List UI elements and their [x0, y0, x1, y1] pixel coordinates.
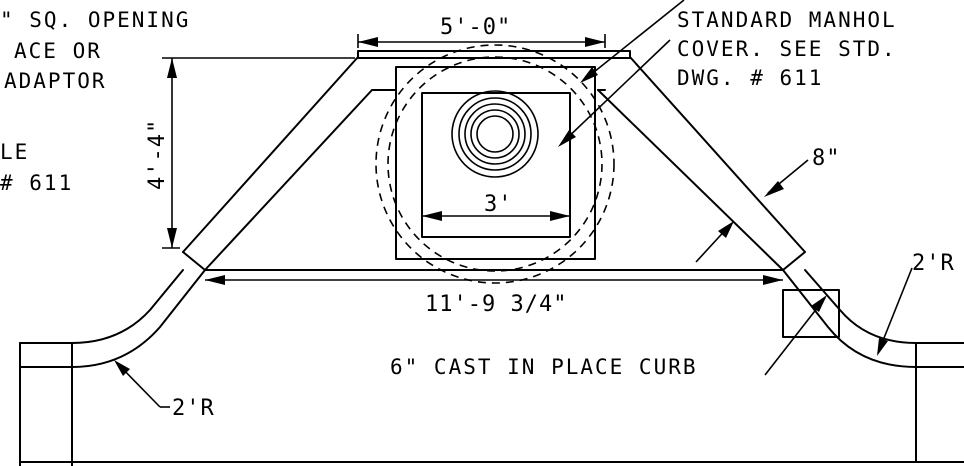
wall-thickness-label: 8" [812, 146, 841, 171]
opening-note-line2: ACE OR [14, 39, 102, 63]
manhole-outer-circle [375, 44, 615, 284]
manhole-cover-leaders [558, 0, 685, 147]
top-width-label: 5'-0" [440, 15, 511, 40]
manhole-cover-rings [451, 90, 539, 178]
radius-right-leader [877, 267, 913, 356]
wall-thickness-leader [695, 159, 809, 263]
curb-outline [71, 269, 917, 368]
bottom-width-label: 11'-9 3/4" [425, 292, 567, 317]
height-dimension [162, 57, 355, 249]
opening-note-line1: " SQ. OPENING [0, 8, 190, 32]
outer-opening-square [395, 66, 596, 260]
manhole-frame [182, 50, 840, 338]
manhole-note-line1: STANDARD MANHOL [677, 8, 897, 32]
top-width-dimension [357, 34, 606, 48]
manhole-note-line2: COVER. SEE STD. [677, 37, 897, 61]
left-note-line1: LE [0, 140, 29, 164]
road-edge-lines [19, 342, 964, 466]
manhole-inner-circle [387, 56, 603, 272]
radius-left-label: 2'R [172, 396, 215, 421]
manhole-note-line3: DWG. # 611 [677, 66, 823, 90]
inner-square-label: 3' [484, 192, 513, 217]
left-note-line2: # 611 [0, 171, 73, 195]
curb-leader [764, 295, 827, 376]
height-label: 4'-4" [145, 119, 170, 190]
radius-left-leader [114, 360, 170, 408]
opening-note-line3: ADAPTOR [4, 69, 107, 93]
inner-square-dimension [422, 211, 570, 221]
curb-label: 6" CAST IN PLACE CURB [390, 355, 698, 379]
bottom-width-dimension [205, 275, 783, 285]
inner-opening-square [421, 92, 571, 238]
radius-right-label: 2'R [912, 251, 955, 276]
